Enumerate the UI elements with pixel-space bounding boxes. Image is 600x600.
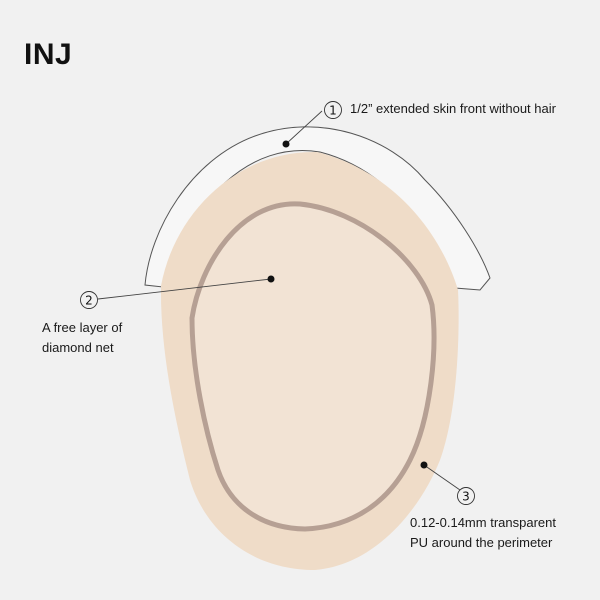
callout-3-line-1: 0.12-0.14mm transparent: [410, 515, 556, 530]
diagram-title: INJ: [24, 38, 73, 71]
callout-label-3: 0.12-0.14mm transparent PU around the pe…: [410, 513, 556, 553]
leader-dot-3: [420, 461, 428, 469]
callout-3-line-2: PU around the perimeter: [410, 535, 553, 550]
callout-2-line-1: A free layer of: [42, 320, 123, 335]
callout-1-line-1: 1/2” extended skin front without hair: [350, 101, 556, 116]
callout-2-line-2: diamond net: [42, 340, 114, 355]
leader-dot-2: [267, 275, 275, 283]
skin-front-extension: [144, 126, 491, 291]
callout-number-2: 2: [85, 294, 93, 308]
leader-line-2: [97, 278, 272, 300]
callout-number-3: 3: [462, 490, 470, 504]
leader-line-1: [285, 110, 323, 145]
inner-rim: [189, 201, 437, 532]
leader-line-3: [423, 464, 461, 491]
leader-dot-1: [282, 140, 290, 148]
callout-number-circle-1: [324, 101, 342, 119]
callout-label-1: 1/2” extended skin front without hair: [350, 99, 556, 119]
callout-number-circle-3: [457, 487, 475, 505]
callout-label-2: A free layer of diamond net: [42, 318, 122, 358]
callout-number-1: 1: [329, 104, 337, 118]
callout-number-circle-2: [80, 291, 98, 309]
